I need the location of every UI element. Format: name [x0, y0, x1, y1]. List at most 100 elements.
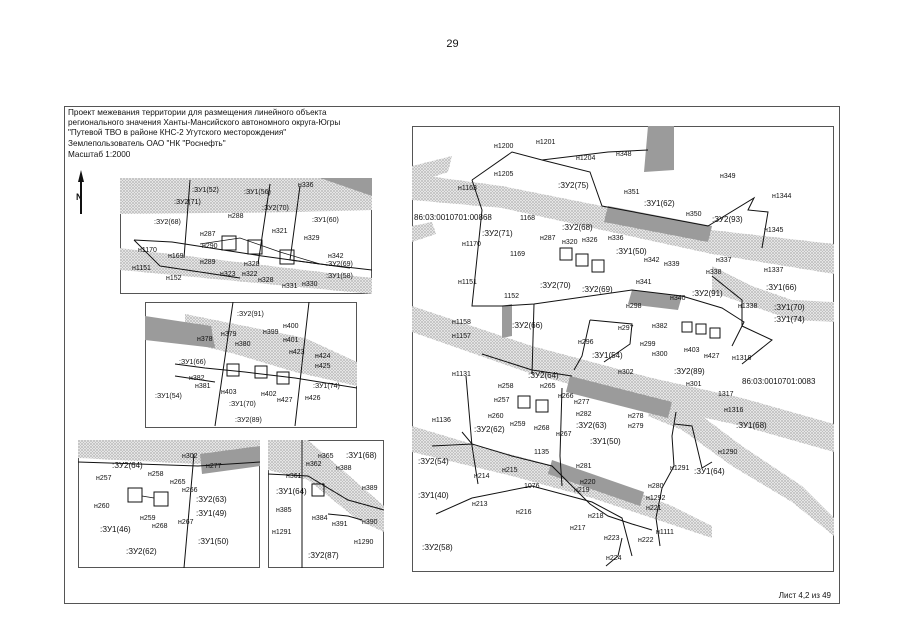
point-label: н339 [664, 261, 680, 268]
inset3-parcel: :ЗУ1(46) [100, 525, 131, 534]
point-label: н427 [704, 353, 720, 360]
inset2-point: н402 [261, 391, 277, 398]
inset1-point: н287 [200, 231, 216, 238]
parcel-label: :ЗУ2(93) [712, 215, 743, 224]
point-label: н340 [670, 295, 686, 302]
point-label: н1345 [764, 227, 784, 234]
point-label: н349 [720, 173, 736, 180]
inset2-point: н426 [305, 395, 321, 402]
inset1-parcel: :ЗУ2(70) [262, 205, 289, 212]
inset1-parcel: :ЗУ2(69) [326, 261, 353, 268]
inset3-point: н257 [96, 475, 112, 482]
parcel-label: :ЗУ2(58) [422, 543, 453, 552]
inset1-point: н1170 [138, 247, 157, 254]
point-label: н214 [474, 473, 490, 480]
north-arrow-icon: N [76, 170, 84, 214]
inset1-point: н290 [202, 243, 218, 250]
point-label: н300 [652, 351, 668, 358]
point-label: н301 [686, 381, 702, 388]
inset4-parcel: :ЗУ1(68) [346, 451, 377, 460]
point-label: н1344 [772, 193, 792, 200]
inset1-point: н322 [242, 271, 258, 278]
title-line-4: Землепользователь ОАО "НК "Роснефть" [68, 139, 226, 148]
point-label: н1291 [670, 465, 690, 472]
north-label: N [76, 192, 83, 202]
parcel-label: :ЗУ2(63) [576, 421, 607, 430]
inset4-point: н390 [362, 519, 378, 526]
parcel-label: :ЗУ2(71) [482, 229, 513, 238]
inset2-point: н425 [315, 363, 331, 370]
inset4-parcel: :ЗУ1(64) [276, 487, 307, 496]
point-label: н260 [488, 413, 504, 420]
point-label: н220 [580, 479, 596, 486]
inset2-point: н381 [195, 383, 211, 390]
inset1-point: н320 [244, 261, 260, 268]
inset4-point: н391 [332, 521, 348, 528]
parcel-label: :ЗУ1(70) [774, 303, 805, 312]
inset3-point: н266 [182, 487, 198, 494]
inset1-point: н323 [220, 271, 236, 278]
cadastral-number: 86:03:0010701:00868 [414, 213, 492, 222]
inset1-point: н328 [258, 277, 274, 284]
inset2-point: н403 [221, 389, 237, 396]
inset4-point: н365 [318, 453, 334, 460]
drawing-frame [64, 106, 840, 604]
point-label: н268 [534, 425, 550, 432]
parcel-label: :ЗУ1(68) [736, 421, 767, 430]
point-label: 1135 [534, 449, 549, 456]
inset1-parcel: :ЗУ2(68) [154, 219, 181, 226]
parcel-label: :ЗУ1(54) [592, 351, 623, 360]
inset2-parcel: :ЗУ2(89) [235, 417, 262, 424]
parcel-label: :ЗУ2(66) [512, 321, 543, 330]
point-label: н217 [570, 525, 586, 532]
point-label: н278 [628, 413, 644, 420]
inset2-parcel: :ЗУ1(74) [313, 383, 340, 390]
inset-map-2: :ЗУ2(91) :ЗУ1(66) :ЗУ1(54) :ЗУ1(70) :ЗУ1… [145, 302, 357, 428]
point-label: н266 [558, 393, 574, 400]
point-label: н342 [644, 257, 660, 264]
point-label: н218 [588, 513, 604, 520]
inset2-point: н424 [315, 353, 331, 360]
inset-map-3: н302 н277 :ЗУ2(64) н257 н258 н265 н266 :… [78, 440, 260, 568]
parcel-label: :ЗУ2(68) [562, 223, 593, 232]
inset4-point: н1290 [354, 539, 374, 546]
point-label: н338 [706, 269, 722, 276]
parcel-label: :ЗУ2(62) [474, 425, 505, 434]
inset1-parcel: :ЗУ1(52) [192, 187, 219, 194]
point-label: н257 [494, 397, 510, 404]
cadastral-number: 86:03:0010701:0083 [742, 377, 816, 386]
point-label: н223 [604, 535, 620, 542]
point-label: н267 [556, 431, 572, 438]
inset3-point: н302 [182, 453, 198, 460]
point-label: н215 [502, 467, 518, 474]
parcel-label: :ЗУ2(54) [418, 457, 449, 466]
point-label: н222 [638, 537, 654, 544]
point-label: н1151 [458, 279, 477, 286]
point-label: н1200 [494, 143, 514, 150]
parcel-label: :ЗУ1(40) [418, 491, 449, 500]
inset4-point: н361 [286, 473, 302, 480]
inset2-parcel: :ЗУ1(66) [179, 359, 206, 366]
scale-label: Масштаб 1:2000 [68, 150, 131, 159]
inset1-parcel: :ЗУ1(56) [244, 189, 271, 196]
inset3-point: н260 [94, 503, 110, 510]
point-label: н1158 [452, 319, 471, 326]
inset3-parcel: :ЗУ2(63) [196, 495, 227, 504]
point-label: н1338 [738, 303, 758, 310]
point-label: н1337 [764, 267, 784, 274]
point-label: н279 [628, 423, 644, 430]
page-number: 29 [446, 38, 459, 50]
point-label: н297 [618, 325, 634, 332]
parcel-label: :ЗУ1(64) [694, 467, 725, 476]
inset4-point: н388 [336, 465, 352, 472]
inset4-point: н1291 [272, 529, 292, 536]
inset-map-1: :ЗУ1(52) :ЗУ1(56) :ЗУ2(71) :ЗУ2(70) :ЗУ1… [120, 178, 372, 294]
point-label: н213 [472, 501, 488, 508]
inset1-point: н321 [272, 228, 288, 235]
inset3-point: н265 [170, 479, 186, 486]
point-label: 1076 [524, 483, 540, 490]
inset3-parcel: :ЗУ1(50) [198, 537, 229, 546]
inset2-point: н427 [277, 397, 293, 404]
inset2-point: н399 [263, 329, 279, 336]
inset2-point: н379 [221, 331, 237, 338]
